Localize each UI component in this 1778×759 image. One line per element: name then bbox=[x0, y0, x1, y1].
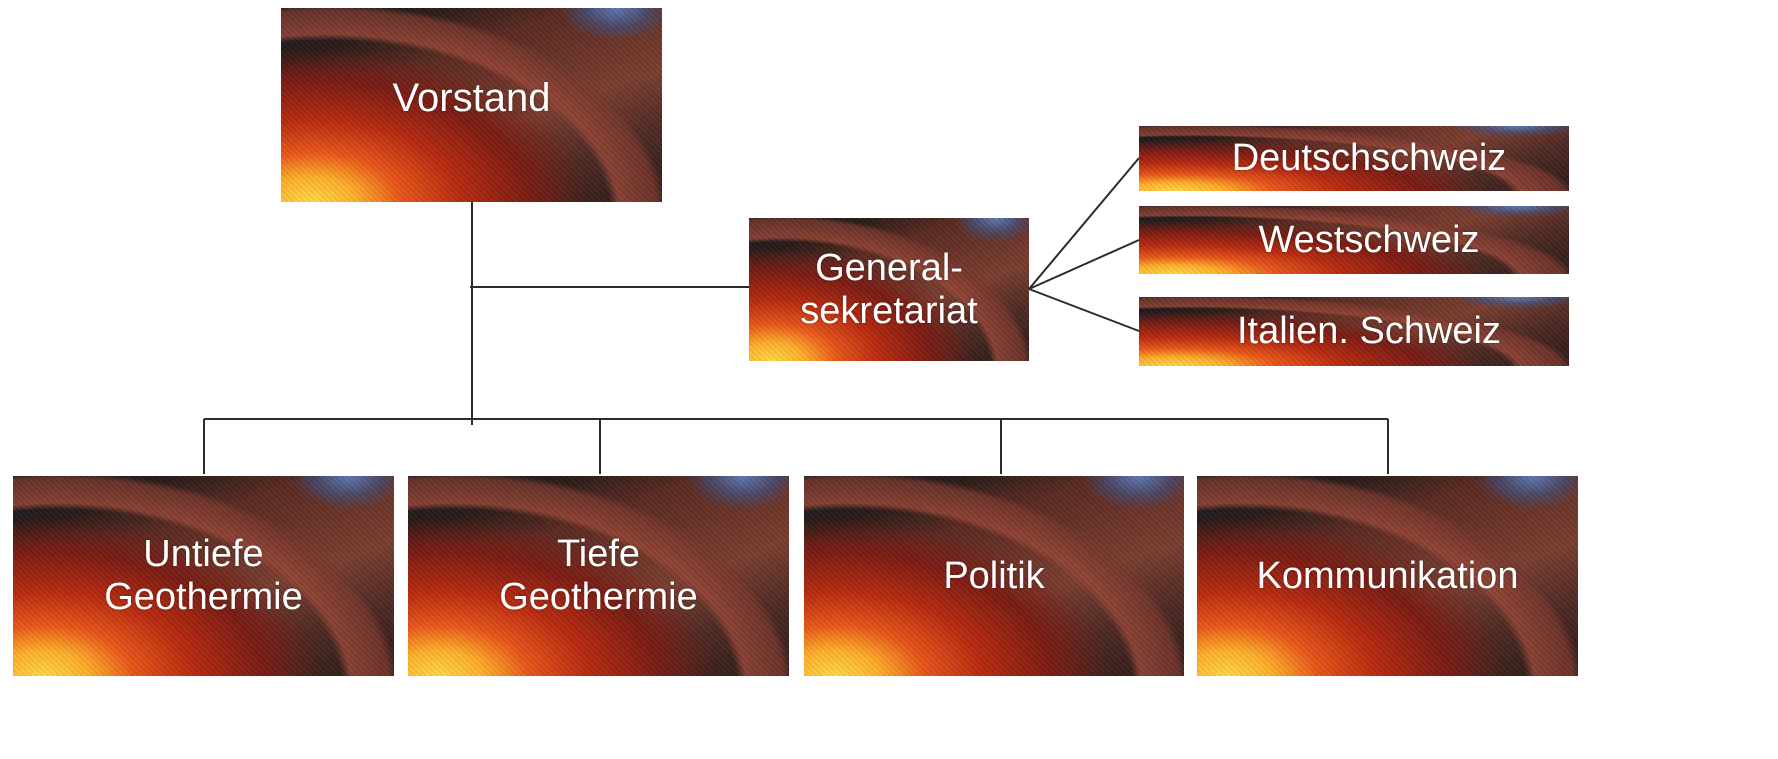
node-label: Politik bbox=[943, 554, 1045, 597]
node-label: Italien. Schweiz bbox=[1236, 310, 1501, 353]
node-label: Deutschschweiz bbox=[1231, 137, 1507, 180]
node-label: Tiefe Geothermie bbox=[499, 533, 698, 618]
node-label: Untiefe Geothermie bbox=[104, 533, 303, 618]
node-italien-schweiz: Italien. Schweiz bbox=[1139, 297, 1569, 366]
node-label: General- sekretariat bbox=[800, 246, 978, 332]
fan-line-deutschschweiz bbox=[1028, 157, 1140, 290]
node-label: Vorstand bbox=[392, 76, 551, 120]
node-westschweiz: Westschweiz bbox=[1139, 206, 1569, 274]
node-vorstand: Vorstand bbox=[281, 8, 662, 202]
node-tiefe-geothermie: Tiefe Geothermie bbox=[408, 476, 789, 676]
node-kommunikation: Kommunikation bbox=[1197, 476, 1578, 676]
node-politik: Politik bbox=[804, 476, 1184, 676]
node-deutschschweiz: Deutschschweiz bbox=[1139, 126, 1569, 191]
fan-line-westschweiz bbox=[1028, 239, 1140, 290]
fan-line-italien bbox=[1028, 288, 1140, 332]
node-label: Kommunikation bbox=[1256, 554, 1519, 597]
node-label: Westschweiz bbox=[1258, 218, 1480, 261]
node-untiefe-geothermie: Untiefe Geothermie bbox=[13, 476, 394, 676]
node-generalsekretariat: General- sekretariat bbox=[749, 218, 1029, 361]
